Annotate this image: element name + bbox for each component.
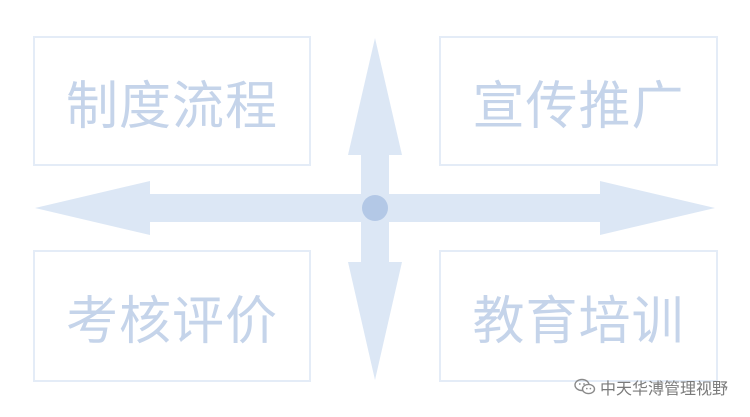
center-dot <box>362 195 388 221</box>
right-arrow <box>375 181 715 235</box>
box-bottom-right: 教育培训 <box>439 250 718 382</box>
box-label-top-right: 宣传推广 <box>472 76 685 137</box>
up-arrow <box>348 38 402 208</box>
box-label-top-left: 制度流程 <box>65 76 278 137</box>
watermark: 中天华溥管理视野 <box>574 375 728 399</box>
box-bottom-left: 考核评价 <box>33 250 311 382</box>
box-top-left: 制度流程 <box>33 36 311 166</box>
box-label-bottom-left: 考核评价 <box>65 291 278 352</box>
box-top-right: 宣传推广 <box>439 36 718 166</box>
left-arrow <box>35 181 375 235</box>
wechat-icon <box>574 378 596 395</box>
box-label-bottom-right: 教育培训 <box>472 291 685 352</box>
watermark-text: 中天华溥管理视野 <box>599 379 728 398</box>
down-arrow <box>348 208 402 380</box>
